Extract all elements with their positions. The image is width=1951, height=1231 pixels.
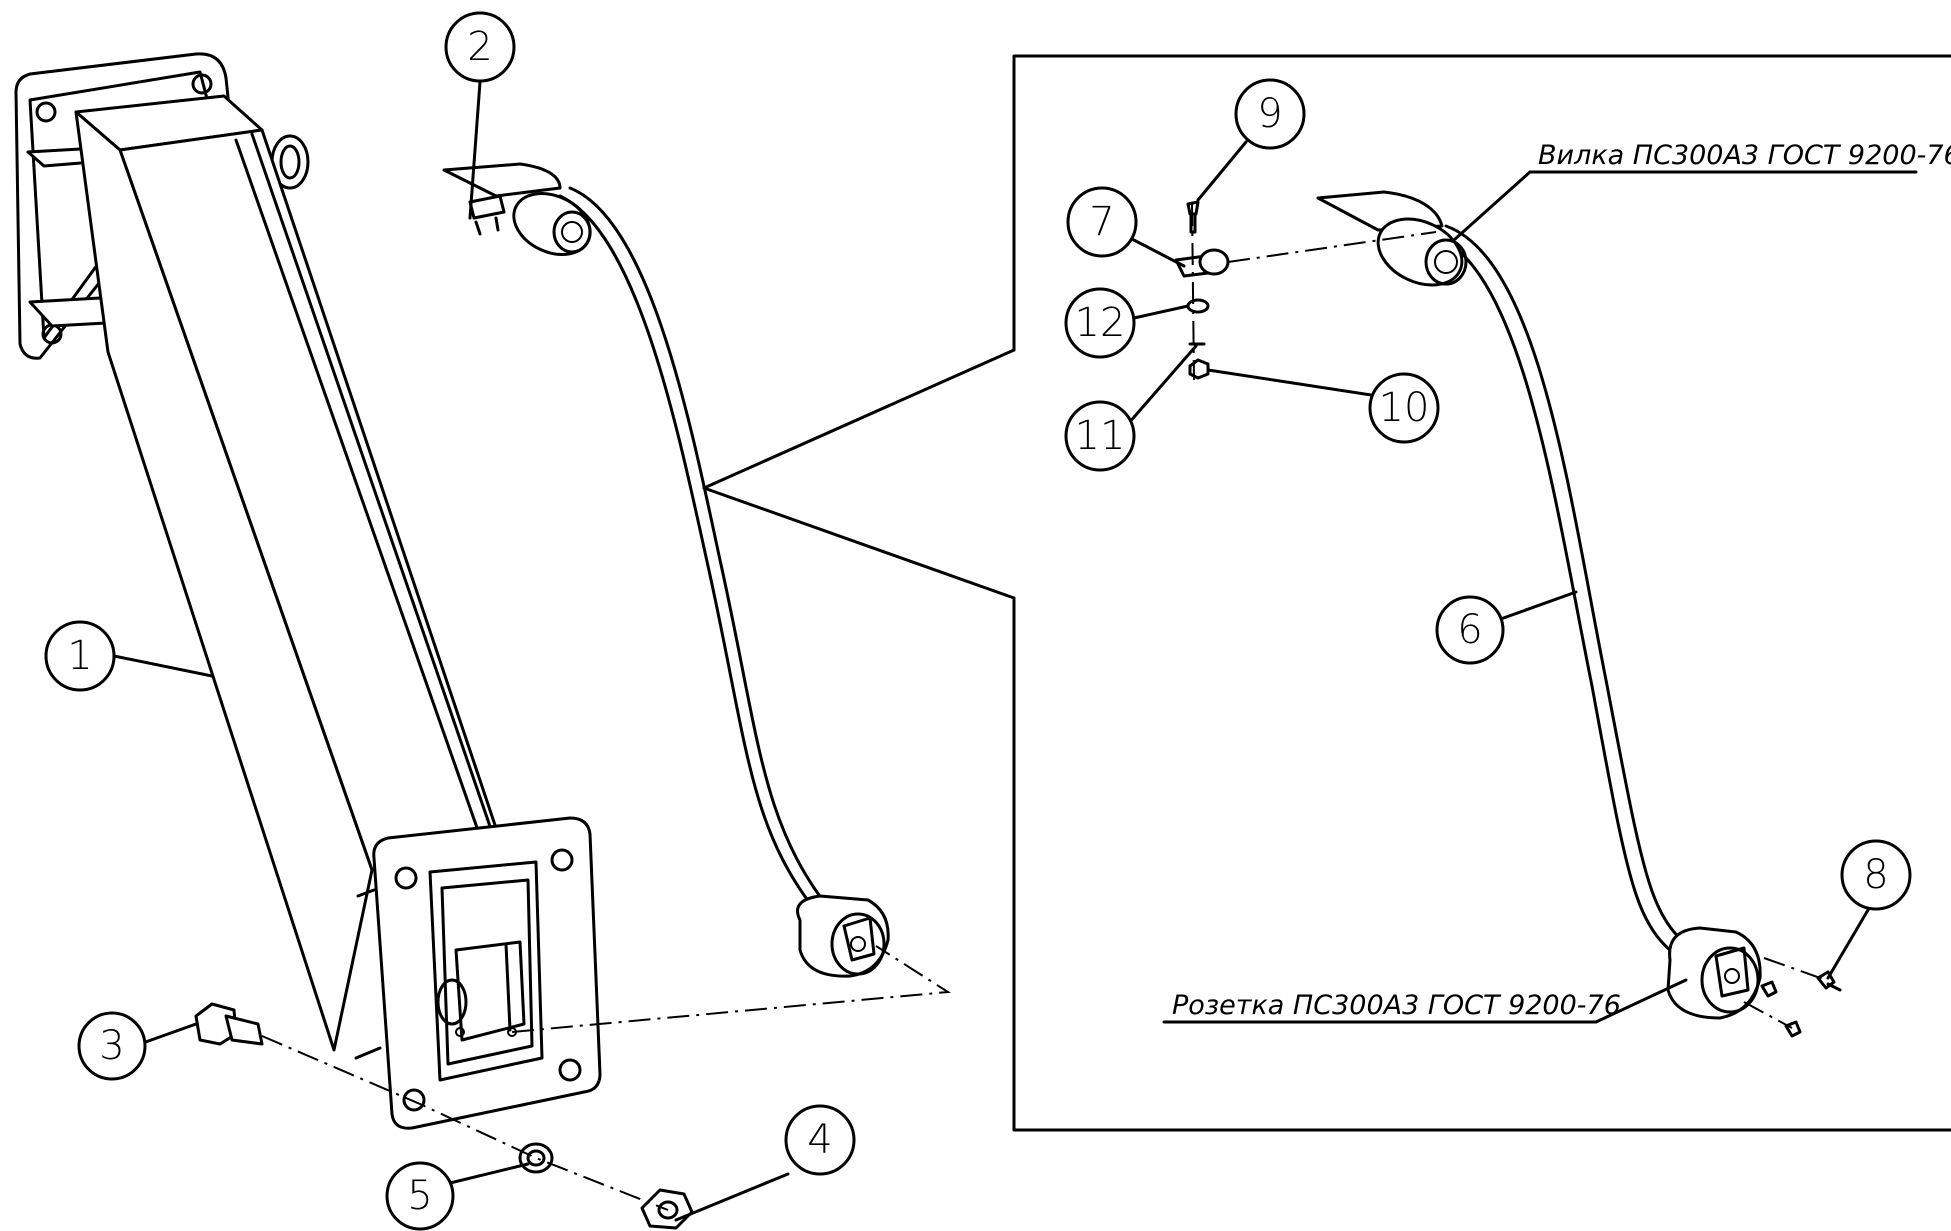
balloon-2: 2 (444, 11, 516, 83)
svg-text:2: 2 (467, 24, 492, 70)
axis-lines-main (261, 945, 951, 1211)
svg-text:11: 11 (1075, 413, 1126, 459)
balloon-3: 3 (77, 1011, 147, 1081)
balloon-9: 9 (1234, 78, 1306, 150)
svg-text:3: 3 (99, 1023, 124, 1069)
balloon-6: 6 (1435, 595, 1505, 665)
balloon-10: 10 (1368, 372, 1440, 444)
svg-text:7: 7 (1089, 199, 1114, 245)
svg-text:9: 9 (1257, 91, 1282, 137)
balloon-8: 8 (1840, 839, 1912, 911)
socket-note: Розетка ПС300А3 ГОСТ 9200-76 (1172, 990, 1621, 1021)
plug-note: Вилка ПС300А3 ГОСТ 9200-76 (1538, 140, 1951, 171)
svg-text:5: 5 (407, 1173, 432, 1219)
leader-lines (112, 80, 1918, 1222)
balloon-11: 11 (1064, 400, 1136, 472)
balloon-1: 1 (44, 620, 116, 692)
svg-text:8: 8 (1863, 852, 1888, 898)
svg-text:4: 4 (807, 1117, 832, 1163)
svg-text:10: 10 (1379, 385, 1430, 431)
svg-text:1: 1 (67, 633, 92, 679)
detail-callout (702, 54, 1951, 1132)
balloon-5: 5 (385, 1161, 455, 1231)
balloon-4: 4 (784, 1104, 856, 1176)
svg-text:12: 12 (1075, 300, 1126, 346)
balloon-12: 12 (1064, 287, 1136, 359)
detail-view (1174, 190, 1842, 1038)
svg-text:6: 6 (1457, 607, 1482, 653)
bracket-part (14, 52, 602, 1130)
balloon-7: 7 (1066, 186, 1138, 258)
